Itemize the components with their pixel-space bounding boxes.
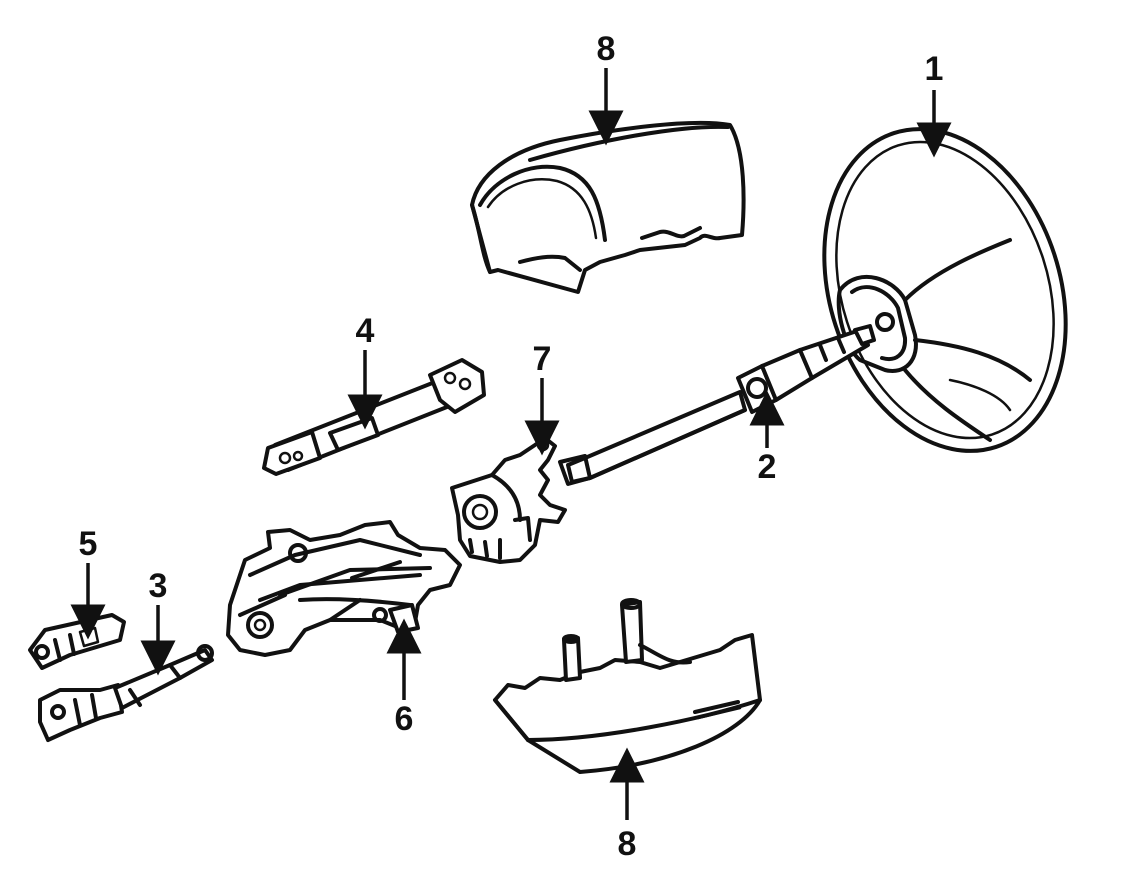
steering-shaft: [558, 324, 876, 486]
lower-column-shroud: [493, 598, 762, 774]
column-housing: [226, 520, 462, 657]
intermediate-shaft: [262, 358, 486, 476]
callout-8-lower: 8: [618, 825, 637, 863]
lower-shaft-joint: [38, 644, 214, 742]
callout-5: 5: [79, 525, 98, 563]
universal-joint-upper: [28, 613, 126, 670]
callout-6: 6: [395, 700, 414, 738]
steering-wheel: [822, 127, 1068, 453]
lock-housing: [450, 436, 567, 564]
callout-4: 4: [356, 312, 375, 350]
callout-7: 7: [533, 340, 552, 378]
callout-labels: 1 2 3 4 5 6 7 8 8: [79, 30, 944, 863]
callout-3: 3: [149, 567, 168, 605]
callout-leaders: [70, 68, 952, 820]
upper-column-shroud: [470, 120, 746, 294]
callout-8-upper: 8: [597, 30, 616, 68]
callout-1: 1: [925, 50, 944, 88]
callout-2: 2: [758, 448, 777, 486]
